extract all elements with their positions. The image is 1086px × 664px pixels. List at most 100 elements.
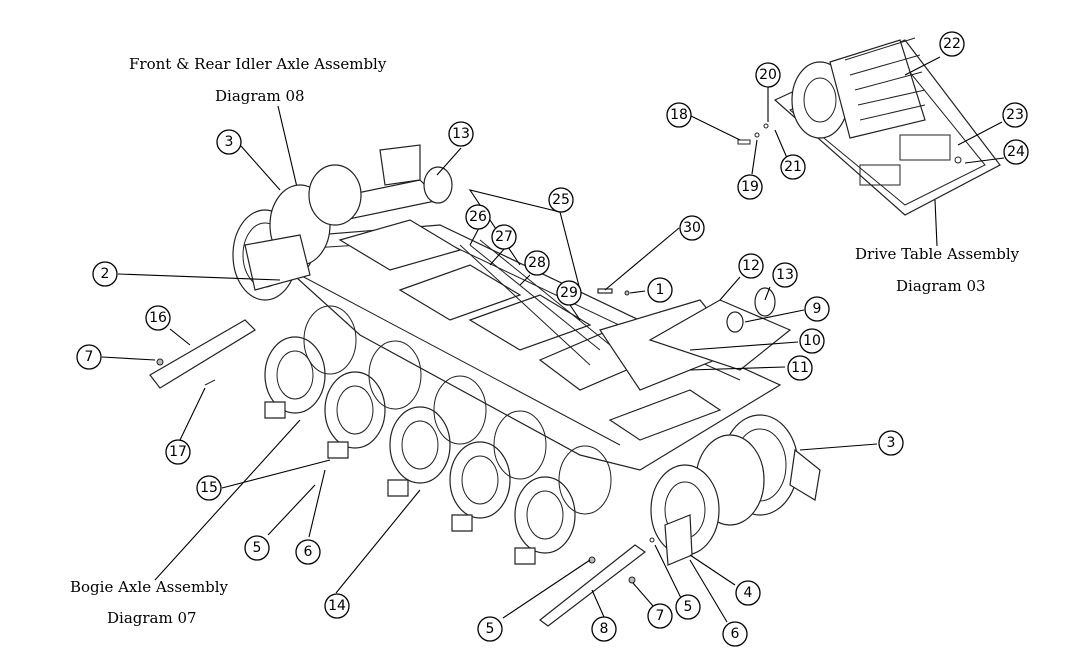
callout-number: 1 xyxy=(656,282,665,298)
bogie-axle-title: Bogie Axle Assembly xyxy=(70,578,229,596)
callout-circle xyxy=(295,539,321,565)
callout-circle xyxy=(878,430,904,456)
callout-12: 27 xyxy=(491,224,517,250)
callout-6: 21 xyxy=(780,154,806,180)
callout-number: 28 xyxy=(528,255,546,271)
callout-25: 3 xyxy=(878,430,904,456)
callout-5: 24 xyxy=(1003,139,1029,165)
callout-17: 2 xyxy=(92,261,118,287)
callout-1: 22 xyxy=(939,31,965,57)
callout-circle xyxy=(145,305,171,331)
drive-table-title: Drive Table Assembly xyxy=(855,245,1020,263)
callout-circle xyxy=(755,62,781,88)
drive-table-drawing xyxy=(737,37,1001,216)
callout-circle xyxy=(244,535,270,561)
callout-number: 18 xyxy=(670,107,688,123)
callout-7: 19 xyxy=(737,174,763,200)
callout-circle xyxy=(735,580,761,606)
callout-number: 27 xyxy=(495,229,513,245)
callout-number: 22 xyxy=(943,36,961,52)
callout-circle xyxy=(675,594,701,620)
callout-circle xyxy=(591,616,617,642)
callout-28: 5 xyxy=(244,535,270,561)
callout-32: 7 xyxy=(647,603,673,629)
callout-number: 20 xyxy=(759,67,777,83)
idler-assembly-title: Front & Rear Idler Axle Assembly xyxy=(129,55,387,73)
callout-number: 7 xyxy=(85,349,94,365)
callout-10: 25 xyxy=(548,187,574,213)
callout-15: 12 xyxy=(738,253,764,279)
callout-18: 29 xyxy=(556,280,582,306)
callout-circle xyxy=(772,262,798,288)
callout-circle xyxy=(647,277,673,303)
callout-13: 30 xyxy=(679,215,705,241)
callout-circle xyxy=(477,616,503,642)
callout-circle xyxy=(799,328,825,354)
callout-number: 21 xyxy=(784,159,802,175)
callout-circle xyxy=(556,280,582,306)
callout-circle xyxy=(679,215,705,241)
callout-33: 14 xyxy=(324,593,350,619)
callout-circle xyxy=(1003,139,1029,165)
callout-circle xyxy=(92,261,118,287)
callout-36: 6 xyxy=(722,621,748,647)
road-wheels xyxy=(264,305,720,556)
callout-27: 15 xyxy=(196,475,222,501)
title-leaders xyxy=(154,105,938,581)
callout-19: 1 xyxy=(647,277,673,303)
callout-number: 5 xyxy=(684,599,693,615)
callout-number: 10 xyxy=(803,333,821,349)
callout-number: 4 xyxy=(744,585,753,601)
main-frame-drawing xyxy=(253,144,782,471)
idler-assembly-diagram-ref: Diagram 08 xyxy=(215,87,305,105)
callout-4: 23 xyxy=(1002,102,1028,128)
callout-number: 19 xyxy=(741,179,759,195)
callout-number: 7 xyxy=(656,608,665,624)
callout-number: 29 xyxy=(560,285,578,301)
callout-16: 13 xyxy=(772,262,798,288)
callout-30: 4 xyxy=(735,580,761,606)
callout-number: 16 xyxy=(149,310,167,326)
callout-3: 18 xyxy=(666,102,692,128)
callout-circle xyxy=(939,31,965,57)
callout-circle xyxy=(737,174,763,200)
callout-34: 5 xyxy=(675,594,701,620)
callout-number: 9 xyxy=(813,301,822,317)
callout-circle xyxy=(448,121,474,147)
callout-number: 23 xyxy=(1006,107,1024,123)
callout-number: 13 xyxy=(452,126,470,142)
callout-number: 3 xyxy=(225,134,234,150)
callout-number: 6 xyxy=(304,544,313,560)
callout-number: 30 xyxy=(683,220,701,236)
callout-circle xyxy=(491,224,517,250)
callout-number: 17 xyxy=(169,444,187,460)
callout-circle xyxy=(1002,102,1028,128)
callout-circle xyxy=(548,187,574,213)
callout-26: 17 xyxy=(165,439,191,465)
callout-circle xyxy=(787,355,813,381)
callout-2: 20 xyxy=(755,62,781,88)
callout-circle xyxy=(804,296,830,322)
callout-circle xyxy=(780,154,806,180)
callout-number: 3 xyxy=(887,435,896,451)
callout-number: 5 xyxy=(486,621,495,637)
callout-circle xyxy=(666,102,692,128)
callout-number: 15 xyxy=(200,480,218,496)
callout-number: 24 xyxy=(1007,144,1025,160)
callout-circle xyxy=(465,204,491,230)
callout-circle xyxy=(165,439,191,465)
callout-number: 5 xyxy=(253,540,262,556)
callout-circle xyxy=(216,129,242,155)
callout-circle xyxy=(76,344,102,370)
callout-number: 12 xyxy=(742,258,760,274)
callout-circle xyxy=(722,621,748,647)
callout-9: 13 xyxy=(448,121,474,147)
callout-8: 3 xyxy=(216,129,242,155)
callout-circle xyxy=(524,250,550,276)
callout-number: 11 xyxy=(791,360,809,376)
callout-31: 5 xyxy=(477,616,503,642)
callout-14: 28 xyxy=(524,250,550,276)
